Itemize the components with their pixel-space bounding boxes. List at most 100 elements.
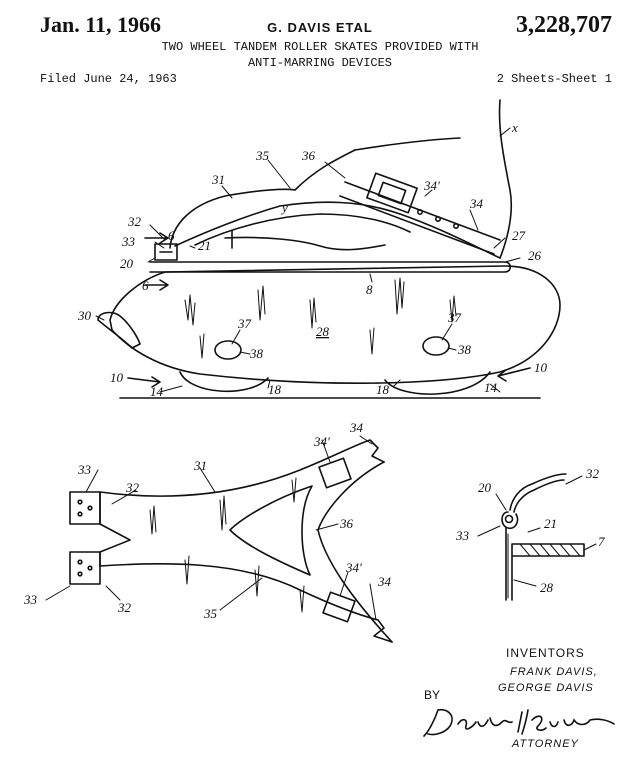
patent-title-line-1: TWO WHEEL TANDEM ROLLER SKATES PROVIDED … <box>161 40 479 54</box>
ref-32-bottom: 32 <box>117 600 132 615</box>
ref-32-top: 32 <box>125 480 140 495</box>
ref-6-upper: 6 <box>168 228 175 243</box>
upper-lower-edge <box>174 201 501 259</box>
ref-14-rear: 14 <box>484 380 498 395</box>
ref-8: 8 <box>366 282 373 297</box>
ref-10-front: 10 <box>110 370 124 385</box>
ref-21: 21 <box>544 516 557 531</box>
buckle-frame <box>377 181 407 205</box>
ref-36: 36 <box>301 148 316 163</box>
ref-33-bottom: 33 <box>23 592 38 607</box>
blank-bottom-edge <box>99 562 393 643</box>
patent-title-line-2: ANTI-MARRING DEVICES <box>247 56 393 70</box>
ref-28: 28 <box>316 324 330 339</box>
section-arrow-lower <box>144 279 169 291</box>
patent-date: Jan. 11, 1966 <box>40 12 162 37</box>
ref-32: 32 <box>585 466 600 481</box>
ref-33: 33 <box>455 528 470 543</box>
ref-27: 27 <box>512 228 526 243</box>
tab-33-upper <box>69 491 101 525</box>
inventor-name-1: FRANK DAVIS, <box>510 666 598 678</box>
ref-34: 34 <box>469 196 484 211</box>
ref-18-rear: 18 <box>376 382 390 397</box>
bolt-head-rear <box>422 336 450 356</box>
ref-34-prime-top: 34' <box>313 434 330 449</box>
section-bead <box>504 514 514 524</box>
figure-2-upper-blank: 34 34' 33 31 32 36 33 32 35 34' 34 <box>23 420 393 643</box>
blank-heel-curve <box>317 461 393 643</box>
ref-10-rear: 10 <box>534 360 548 375</box>
ref-34-bottom: 34 <box>377 574 392 589</box>
rivet <box>77 511 83 517</box>
signature-stroke <box>423 708 513 737</box>
patent-number: 3,228,707 <box>516 12 612 38</box>
section-clip-inner <box>513 479 565 513</box>
bolt-head-front <box>214 340 242 360</box>
ref-30: 30 <box>77 308 92 323</box>
rear-wheel <box>384 371 491 395</box>
ref-20: 20 <box>478 480 492 495</box>
buckle-upper <box>318 457 352 489</box>
figure-1-skate-side-view: x 35 36 31 34' 34 32 y 27 33 21 26 20 6 … <box>77 99 561 399</box>
blank-leader-lines <box>45 435 377 621</box>
figure-3-section-detail: 20 32 33 21 7 28 <box>455 466 605 601</box>
ref-37-front: 37 <box>237 316 252 331</box>
blank-top-edge <box>99 439 385 497</box>
strap-hole <box>452 223 459 230</box>
ref-38-rear: 38 <box>457 342 472 357</box>
ref-y: y <box>280 200 288 215</box>
ref-14-front: 14 <box>150 384 164 399</box>
ref-34-prime: 34' <box>423 178 440 193</box>
strap-hole <box>416 209 423 216</box>
upper-inner-line <box>194 213 411 246</box>
front-wheel <box>179 371 269 393</box>
ref-x: x <box>511 120 518 135</box>
rivet <box>77 571 83 577</box>
ref-37-rear: 37 <box>447 310 462 325</box>
ref-21: 21 <box>198 238 211 253</box>
signature-stroke <box>517 709 615 735</box>
upper-top-edge <box>169 149 356 249</box>
rivet <box>87 565 93 571</box>
ref-33-top: 33 <box>77 462 92 477</box>
inventor-name-2: GEORGE DAVIS <box>498 682 594 694</box>
sock-line <box>354 137 461 151</box>
section-leader-lines <box>477 475 597 587</box>
attorney-signature <box>423 708 615 737</box>
skate-body <box>109 265 561 385</box>
ref-26: 26 <box>528 248 542 263</box>
blank-shading <box>149 477 305 613</box>
inventors-label: INVENTORS <box>506 646 585 660</box>
direction-arrow-front <box>127 376 161 388</box>
ref-36: 36 <box>339 516 354 531</box>
toe-bumper <box>97 311 141 349</box>
ref-38-front: 38 <box>249 346 264 361</box>
by-label: BY <box>424 688 441 702</box>
buckle-lower <box>322 591 356 623</box>
section-hook <box>501 511 519 530</box>
rivet <box>87 505 93 511</box>
leader-lines <box>95 127 521 393</box>
attorney-label: ATTORNEY <box>512 738 579 750</box>
ref-34-prime-bottom: 34' <box>345 560 362 575</box>
ref-31: 31 <box>193 458 207 473</box>
filed-date: Filed June 24, 1963 <box>40 72 177 86</box>
inventor-heading: G. DAVIS ETAL <box>267 20 373 35</box>
ref-18-front: 18 <box>268 382 282 397</box>
toe-clip <box>154 243 178 261</box>
strap-lower-edge <box>339 195 495 255</box>
ref-35: 35 <box>203 606 218 621</box>
ref-20: 20 <box>120 256 134 271</box>
section-arrow-upper <box>144 232 169 244</box>
strap-hole <box>434 216 441 223</box>
section-wall <box>505 527 513 601</box>
ref-33: 33 <box>121 234 136 249</box>
ref-7: 7 <box>598 534 605 549</box>
ref-35: 35 <box>255 148 270 163</box>
body-shading <box>184 277 457 359</box>
ref-28: 28 <box>540 580 554 595</box>
direction-arrow-rear <box>497 367 531 382</box>
tab-33-lower <box>69 551 101 585</box>
blank-toe-notch <box>99 491 131 567</box>
